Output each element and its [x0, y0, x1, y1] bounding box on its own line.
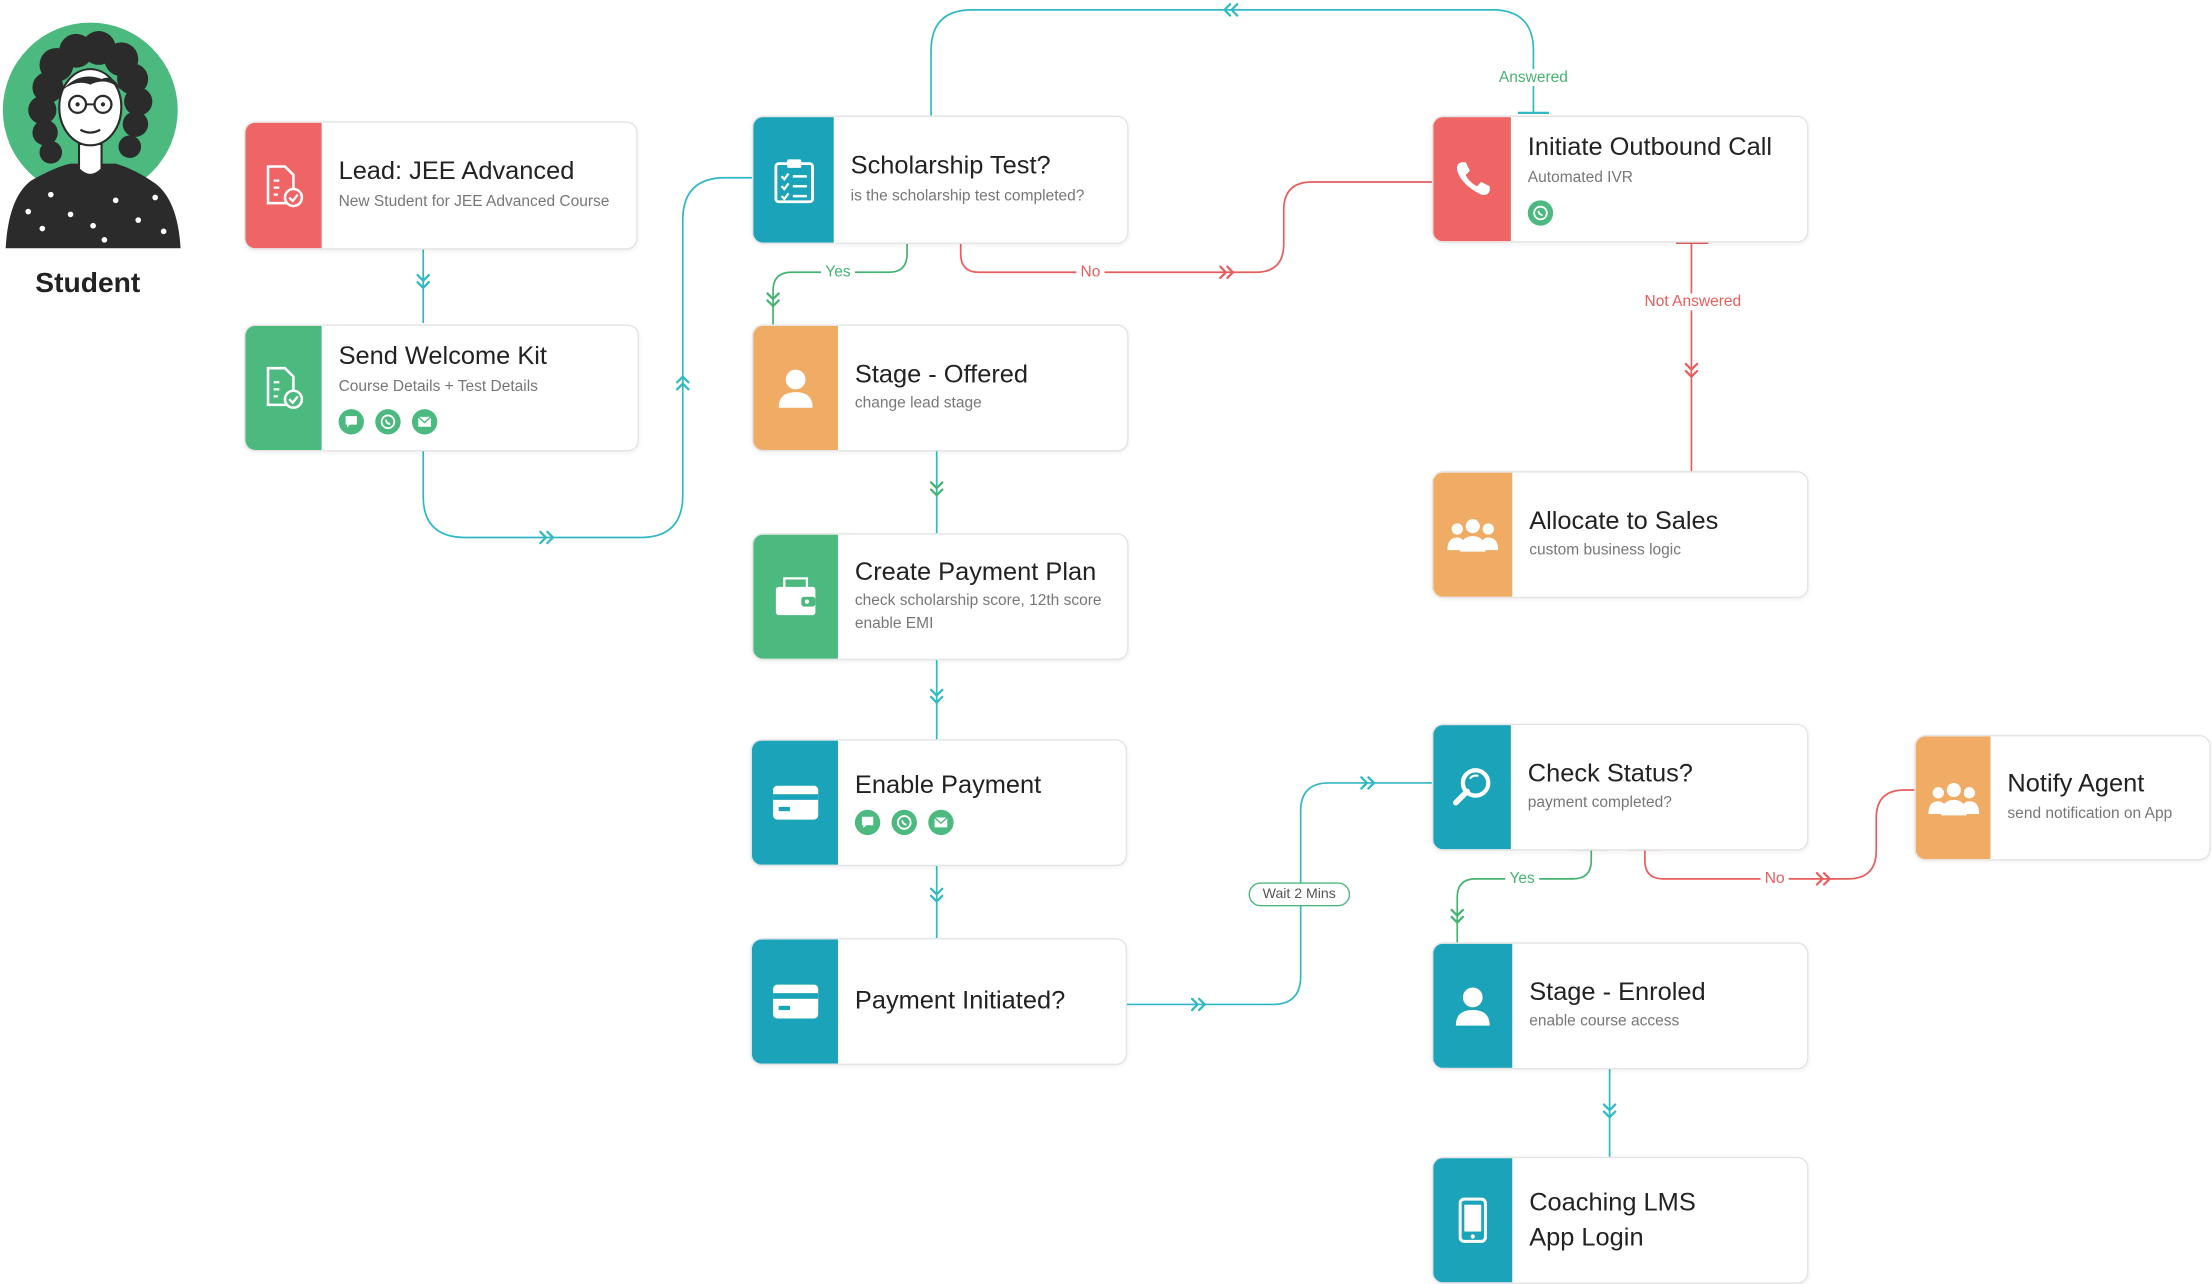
no-label-check: No — [1760, 870, 1789, 888]
node-subtitle: New Student for JEE Advanced Course — [338, 193, 610, 210]
node-stage-offered[interactable]: Stage - Offered change lead stage — [751, 324, 1129, 452]
node-title: Create Payment Plan — [854, 556, 1097, 586]
node-title: Initiate Outbound Call — [1527, 132, 1772, 162]
document-check-icon — [245, 325, 322, 451]
node-check-status[interactable]: Check Status? payment completed? — [1431, 723, 1809, 851]
node-subtitle: change lead stage — [854, 395, 982, 413]
node-title: Stage - Offered — [854, 359, 1029, 388]
connector-no-notify — [1644, 789, 1915, 880]
node-scholarship-test[interactable]: Scholarship Test? is the scholarship tes… — [751, 115, 1129, 245]
node-initiate-outbound-call[interactable]: Initiate Outbound Call Automated IVR — [1431, 115, 1809, 243]
node-enable-payment[interactable]: Enable Payment — [750, 739, 1128, 867]
clipboard-checklist-icon — [753, 117, 834, 243]
node-subtitle: is the scholarship test completed? — [850, 187, 1085, 205]
subtitle-line-2: enable EMI — [854, 615, 934, 633]
node-subtitle: enable course access — [1529, 1013, 1680, 1031]
node-title: Stage - Enroled — [1529, 977, 1706, 1006]
node-title: Check Status? — [1527, 758, 1693, 787]
node-title: Notify Agent — [2007, 769, 2145, 798]
node-title: Payment Initiated? — [854, 986, 1066, 1015]
user-icon — [753, 325, 838, 451]
node-create-payment-plan[interactable]: Create Payment Plan check scholarship sc… — [751, 533, 1129, 661]
credit-card-icon — [751, 740, 838, 865]
node-send-welcome-kit[interactable]: Send Welcome Kit Course Details + Test D… — [244, 324, 640, 452]
node-title: Lead: JEE Advanced — [338, 156, 575, 186]
connector-yes-offered — [772, 242, 908, 325]
no-label-scholarship: No — [1076, 263, 1105, 281]
node-lead[interactable]: Lead: JEE Advanced New Student for JEE A… — [244, 121, 638, 250]
node-title: Allocate to Sales — [1529, 506, 1719, 535]
user-icon — [1433, 943, 1513, 1068]
node-title: Send Welcome Kit — [338, 341, 547, 370]
answered-label: Answered — [1494, 69, 1573, 87]
whatsapp-icon[interactable] — [375, 408, 401, 435]
persona-label: Student — [35, 268, 141, 300]
connector-welcome-scholarship — [422, 176, 752, 539]
yes-label-scholarship: Yes — [821, 263, 855, 281]
credit-card-icon — [751, 939, 838, 1064]
not-answered-label: Not Answered — [1640, 293, 1746, 311]
node-subtitle: send notification on App — [2007, 805, 2173, 823]
phone-icon — [1433, 117, 1511, 242]
connector-answered-loop — [930, 9, 1535, 116]
chat-icon[interactable] — [854, 810, 881, 836]
node-subtitle: payment completed? — [1527, 794, 1672, 812]
node-title-line-2: App Login — [1529, 1222, 1644, 1251]
node-payment-initiated[interactable]: Payment Initiated? — [750, 938, 1128, 1066]
whatsapp-icon[interactable] — [891, 810, 917, 836]
node-subtitle: Automated IVR — [1527, 169, 1634, 186]
email-icon[interactable] — [928, 810, 954, 836]
student-avatar — [2, 22, 181, 249]
connector-yes-enroled — [1456, 849, 1593, 943]
group-icon — [1433, 472, 1513, 597]
connector-no-outbound — [959, 181, 1432, 274]
subtitle-line-1: check scholarship score, 12th score — [854, 593, 1102, 610]
wait-timer-badge: Wait 2 Mins — [1248, 882, 1350, 907]
whatsapp-icon[interactable] — [1527, 199, 1554, 226]
node-stage-enroled[interactable]: Stage - Enroled enable course access — [1431, 942, 1809, 1070]
node-allocate-to-sales[interactable]: Allocate to Sales custom business logic — [1431, 471, 1809, 599]
node-subtitle: custom business logic — [1529, 542, 1682, 560]
node-title: Coaching LMS — [1529, 1187, 1696, 1216]
node-title: Scholarship Test? — [850, 151, 1051, 180]
node-title: Enable Payment — [854, 769, 1042, 799]
yes-label-check: Yes — [1505, 870, 1540, 888]
node-subtitle: check scholarship score, 12th score enabl… — [855, 592, 1110, 637]
email-icon[interactable] — [411, 408, 438, 435]
node-subtitle: Course Details + Test Details — [338, 377, 538, 395]
group-icon — [1915, 736, 1991, 860]
node-notify-agent[interactable]: Notify Agent send notification on App — [1914, 734, 2211, 861]
mobile-phone-icon — [1433, 1158, 1513, 1283]
node-coaching-lms[interactable]: Coaching LMS App Login — [1431, 1156, 1809, 1284]
magnifier-icon — [1433, 725, 1511, 850]
wallet-icon — [753, 534, 838, 659]
document-check-icon — [245, 122, 322, 249]
chat-icon[interactable] — [338, 408, 364, 435]
